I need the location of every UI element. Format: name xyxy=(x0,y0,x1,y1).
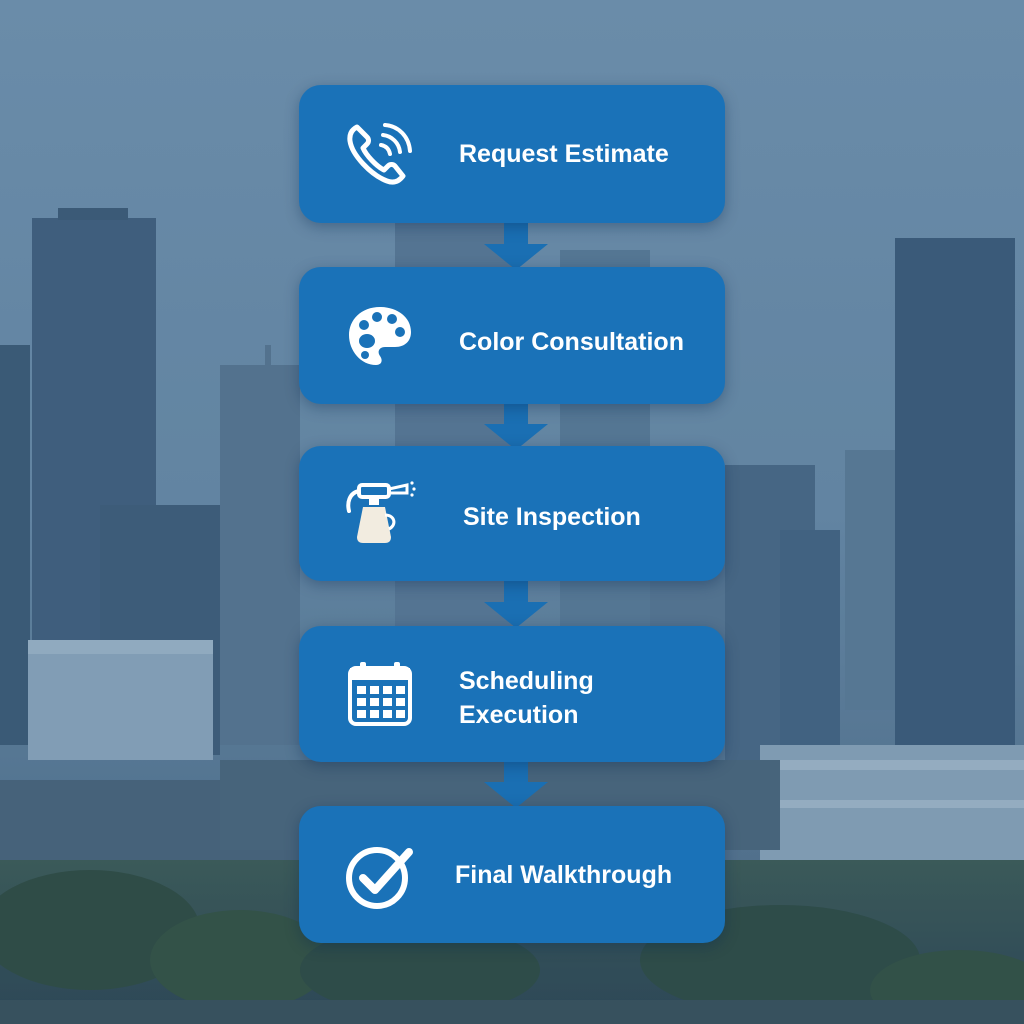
connector-arrow xyxy=(484,402,548,450)
step-site-inspection: Site Inspection xyxy=(299,446,725,581)
palette-icon xyxy=(341,297,419,375)
phone-icon xyxy=(341,115,419,193)
step-label: Final Walkthrough xyxy=(455,861,673,889)
connector-arrow xyxy=(484,760,548,808)
connector-arrow xyxy=(484,580,548,628)
step-request-estimate: Request Estimate xyxy=(299,85,725,223)
connector-arrow xyxy=(484,222,548,270)
step-label: Color Consultation xyxy=(459,328,684,356)
step-scheduling-execution: Scheduling Execution xyxy=(299,626,725,762)
calendar-icon xyxy=(341,655,419,733)
step-final-walkthrough: Final Walkthrough xyxy=(299,806,725,943)
check-circle-icon xyxy=(341,836,419,914)
step-label: Request Estimate xyxy=(459,140,669,168)
spray-bottle-icon xyxy=(341,475,419,553)
step-color-consultation: Color Consultation xyxy=(299,267,725,404)
step-label: Site Inspection xyxy=(463,503,641,531)
step-label: Scheduling Execution xyxy=(459,667,594,729)
